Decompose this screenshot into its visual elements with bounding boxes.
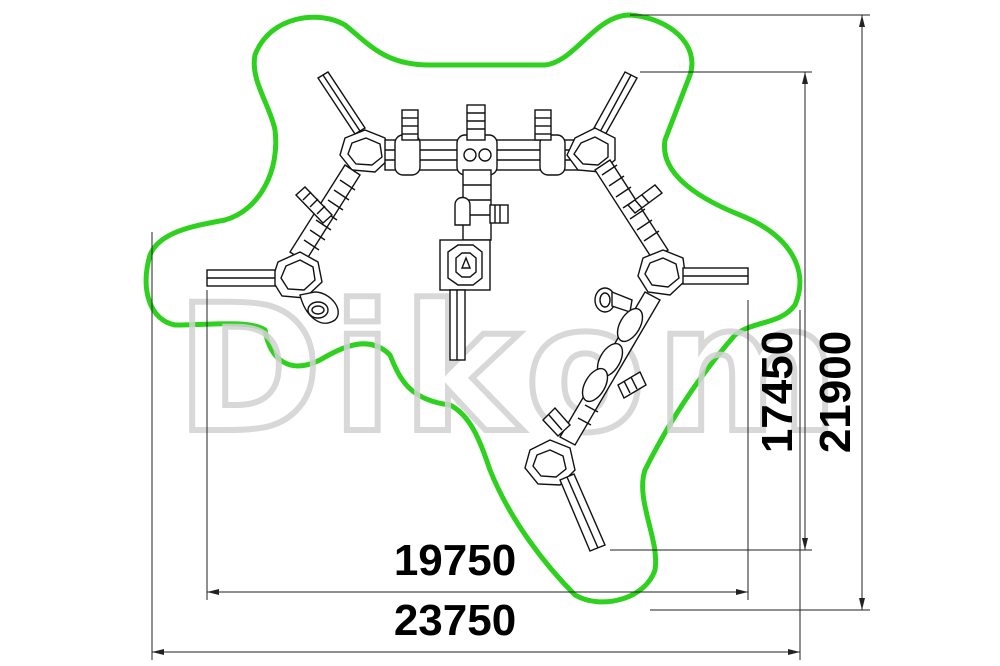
dimension-height-outer: 21900: [811, 331, 860, 453]
dimension-width-inner: 19750: [394, 536, 516, 585]
ladder-top-1: [401, 109, 419, 141]
bridge-top: [384, 134, 581, 176]
bridge-lower-diagonal: [559, 291, 661, 446]
dimension-width-outer: 23750: [394, 596, 516, 645]
slide-bottom: [559, 473, 606, 552]
dimension-lines: [151, 14, 870, 660]
ladder-lower-left: [542, 406, 571, 437]
slide-left: [206, 269, 276, 287]
tower-center: [439, 239, 491, 291]
tower-top-left: [339, 129, 391, 173]
ladder-right: [626, 184, 664, 214]
equipment-plan: [206, 71, 749, 552]
ladder-left: [294, 186, 334, 224]
bridge-center: [454, 169, 509, 241]
ladder-lower-right: [617, 371, 647, 399]
ladder-top-2: [466, 104, 486, 141]
tube-slide-left: [299, 291, 339, 324]
dimension-height-inner: 17450: [753, 331, 802, 453]
watermark-logo: Dikom: [176, 267, 849, 472]
slide-center: [449, 289, 466, 361]
safety-zone-outline: [143, 12, 803, 605]
ladder-top-3: [534, 109, 552, 141]
slide-top-right: [593, 71, 638, 136]
tower-right: [637, 249, 687, 296]
dimension-arrows: [152, 15, 865, 655]
slide-right: [682, 267, 749, 285]
tower-bottom: [524, 439, 576, 486]
slide-top-left: [317, 71, 366, 135]
